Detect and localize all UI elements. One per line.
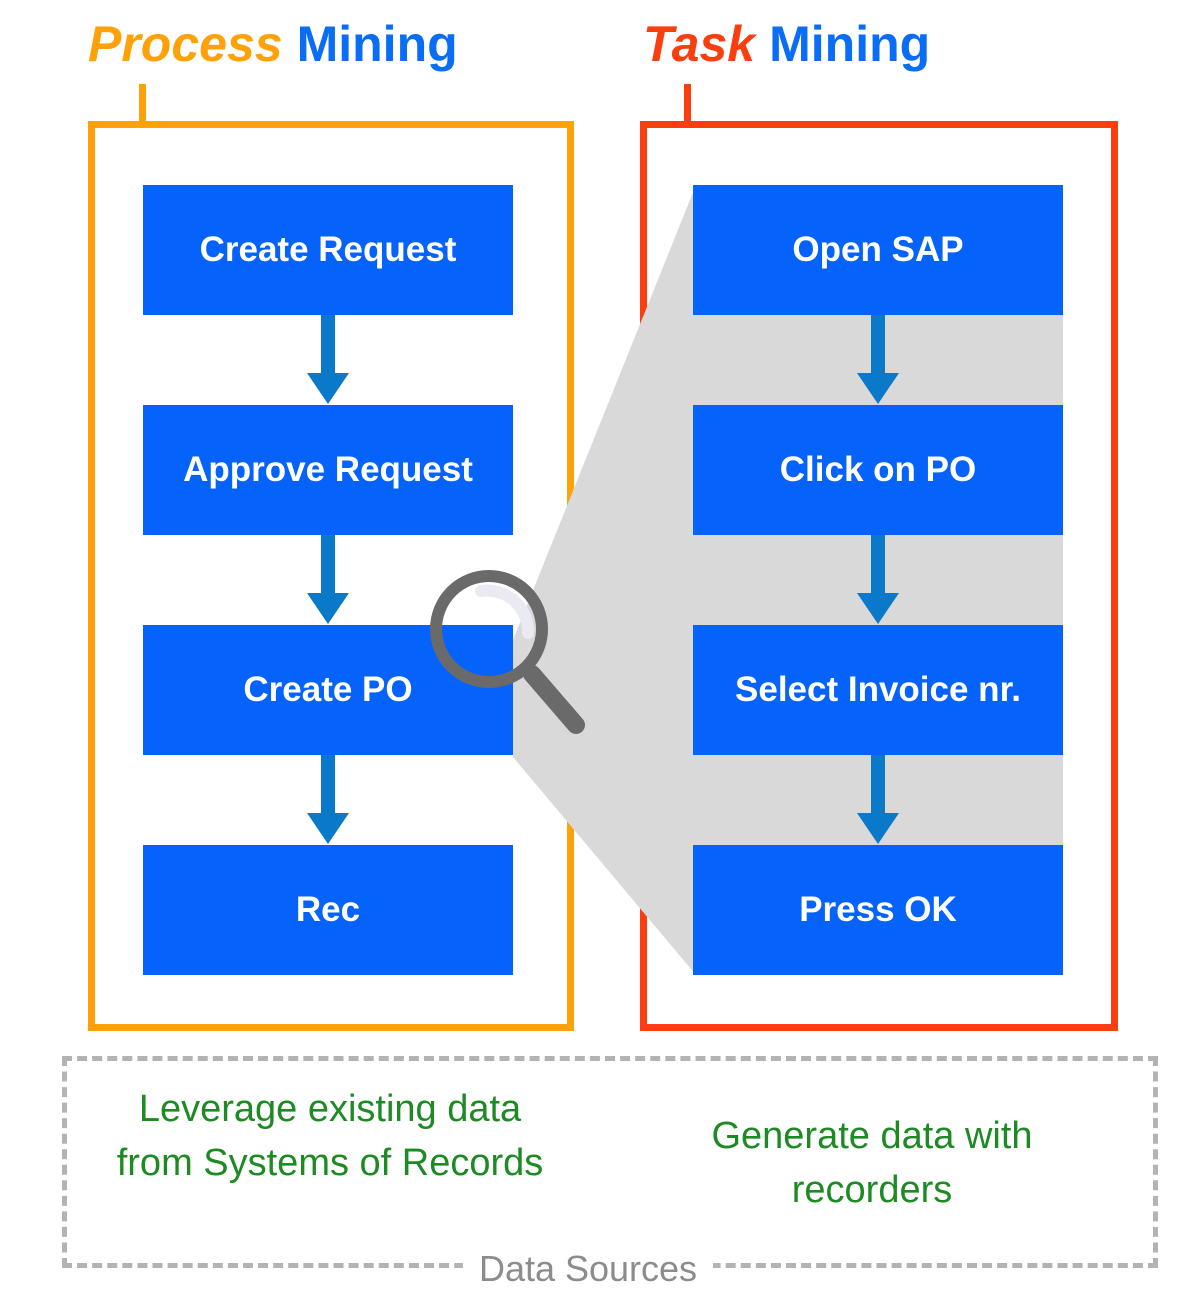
arrow-head	[857, 373, 899, 404]
task-step-open-sap: Open SAP	[693, 185, 1063, 315]
arrow-head	[857, 813, 899, 844]
process-step-rec: Rec	[143, 845, 513, 975]
task-title-connector	[684, 84, 691, 122]
process-title-connector	[139, 84, 146, 122]
task-step-select-invoice-nr: Select Invoice nr.	[693, 625, 1063, 755]
arrow-down-icon	[856, 315, 900, 405]
process-step-approve-request: Approve Request	[143, 405, 513, 535]
arrow-stem	[321, 535, 335, 597]
arrow-down-icon	[856, 535, 900, 625]
arrow-stem	[321, 755, 335, 817]
arrow-head	[307, 813, 349, 844]
arrow-down-icon	[306, 535, 350, 625]
process-title-word: Process	[88, 16, 283, 72]
data-sources-label: Data Sources	[462, 1247, 714, 1291]
arrow-stem	[871, 315, 885, 377]
arrow-stem	[871, 755, 885, 817]
task-data-source-note: Generate data with recorders	[711, 1115, 1033, 1211]
arrow-down-icon	[306, 315, 350, 405]
arrow-stem	[321, 315, 335, 377]
arrow-head	[307, 373, 349, 404]
process-step-create-po: Create PO	[143, 625, 513, 755]
task-step-press-ok: Press OK	[693, 845, 1063, 975]
process-data-source-note: Leverage existing data from Systems of R…	[116, 1088, 544, 1184]
arrow-down-icon	[856, 755, 900, 845]
arrow-head	[857, 593, 899, 624]
task-title-word: Task	[643, 16, 756, 72]
task-step-click-on-po: Click on PO	[693, 405, 1063, 535]
process-step-create-request: Create Request	[143, 185, 513, 315]
mining-title-word: Mining	[296, 16, 458, 72]
arrow-down-icon	[306, 755, 350, 845]
arrow-head	[307, 593, 349, 624]
arrow-stem	[871, 535, 885, 597]
mining-title-word: Mining	[769, 16, 931, 72]
